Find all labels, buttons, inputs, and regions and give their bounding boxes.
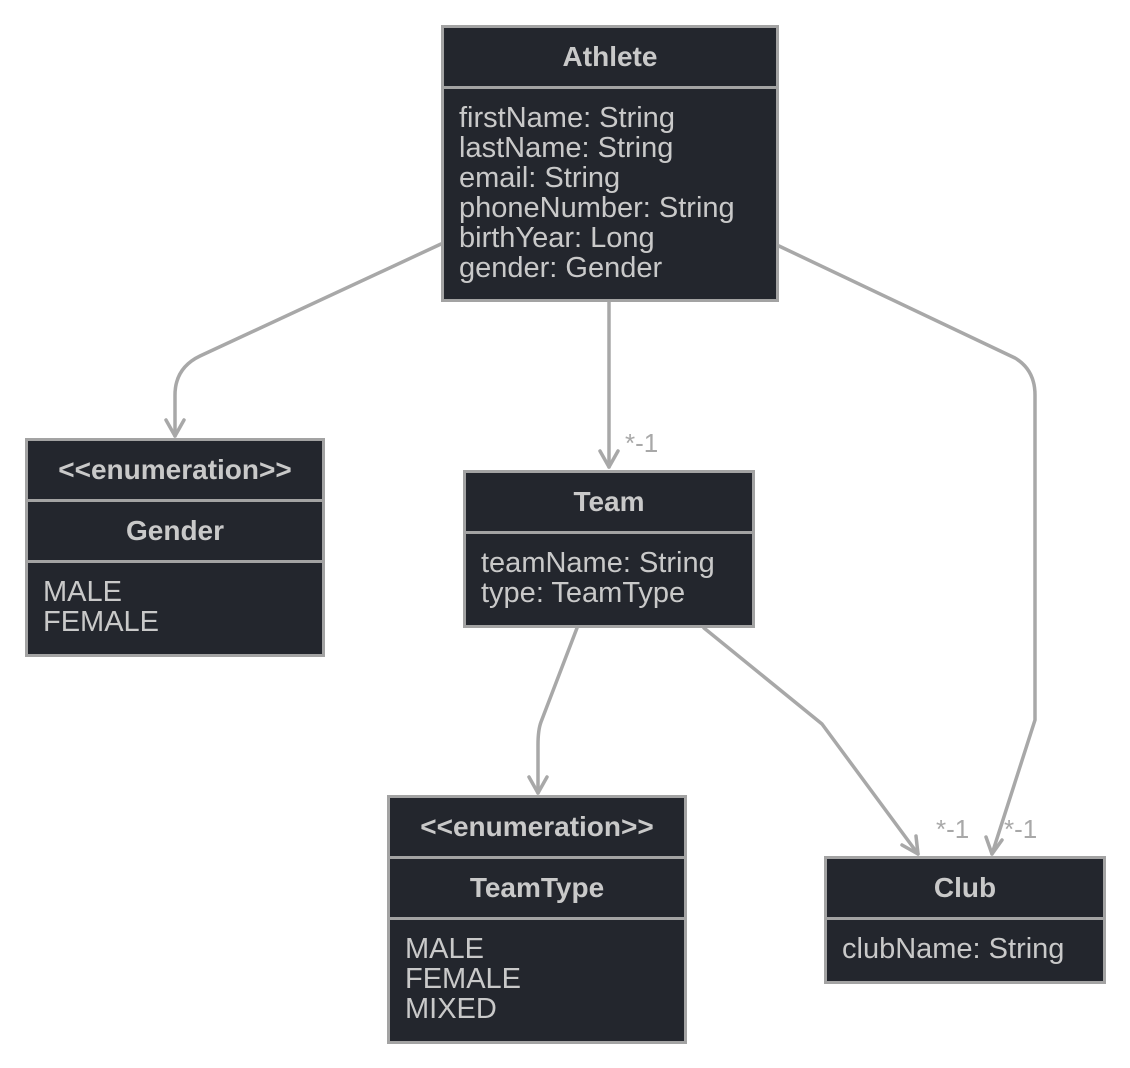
attribute: teamName: String xyxy=(481,547,715,579)
edge-athlete-club xyxy=(777,244,1037,856)
class-name: Team xyxy=(466,473,752,534)
enum-value: FEMALE xyxy=(405,963,522,995)
enum-value: MALE xyxy=(405,933,484,965)
enum-name: Gender xyxy=(28,502,322,563)
enum-gender[interactable]: <<enumeration>> Gender MALE FEMALE xyxy=(25,438,325,657)
class-name: Athlete xyxy=(444,28,776,89)
attribute: firstName: String xyxy=(459,102,675,134)
enum-value: MALE xyxy=(43,576,122,608)
stereotype-label: <<enumeration>> xyxy=(390,798,684,859)
enum-teamtype[interactable]: <<enumeration>> TeamType MALE FEMALE MIX… xyxy=(387,795,687,1044)
arrowhead-club-from-athlete xyxy=(984,835,1004,856)
attribute: phoneNumber: String xyxy=(459,192,735,224)
multiplicity-athlete-club: *-1 xyxy=(1004,814,1037,844)
arrowhead-gender xyxy=(164,418,186,438)
enum-name: TeamType xyxy=(390,859,684,920)
attribute: clubName: String xyxy=(842,933,1065,965)
edge-team-club xyxy=(702,626,920,856)
enum-value-list: MALE FEMALE xyxy=(28,563,322,637)
multiplicity-team-club: *-1 xyxy=(936,814,969,844)
class-club[interactable]: Club clubName: String xyxy=(824,856,1106,984)
multiplicity-athlete-team: *-1 xyxy=(625,428,658,458)
enum-value: MIXED xyxy=(405,993,497,1025)
arrowhead-team xyxy=(598,449,620,469)
attribute: type: TeamType xyxy=(481,577,686,609)
arrowhead-club-from-team xyxy=(900,834,920,856)
class-athlete[interactable]: Athlete firstName: String lastName: Stri… xyxy=(441,25,779,302)
arrowhead-teamtype xyxy=(527,775,549,795)
attribute: email: String xyxy=(459,162,621,194)
enum-value: FEMALE xyxy=(43,606,160,638)
enum-value-list: MALE FEMALE MIXED xyxy=(390,920,684,1024)
attribute-list: firstName: String lastName: String email… xyxy=(444,89,776,283)
attribute: lastName: String xyxy=(459,132,674,164)
attribute-list: teamName: String type: TeamType xyxy=(466,534,752,608)
attribute-list: clubName: String xyxy=(827,920,1103,964)
edge-athlete-gender xyxy=(173,242,443,438)
class-team[interactable]: Team teamName: String type: TeamType xyxy=(463,470,755,628)
attribute: gender: Gender xyxy=(459,252,663,284)
attribute: birthYear: Long xyxy=(459,222,655,254)
stereotype-label: <<enumeration>> xyxy=(28,441,322,502)
edge-team-teamtype xyxy=(536,626,579,795)
class-name: Club xyxy=(827,859,1103,920)
